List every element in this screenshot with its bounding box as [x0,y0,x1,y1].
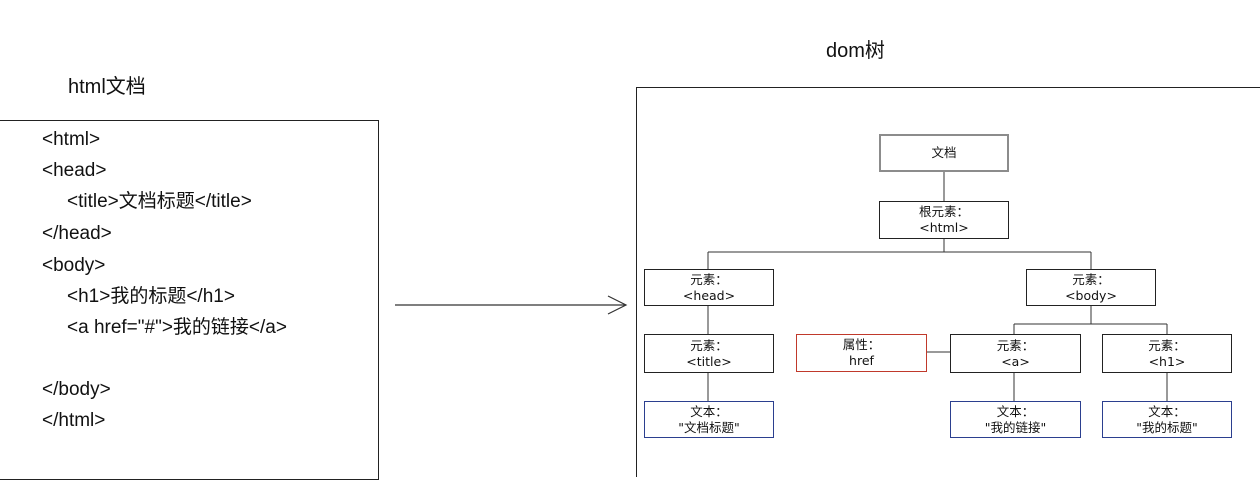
node-title: 元素： <title> [644,334,774,373]
node-text-h1: 文本： "我的标题" [1102,401,1232,438]
node-anchor-tag: <a> [1001,353,1030,369]
node-attribute-label: 属性： [842,337,881,352]
node-body: 元素： <body> [1026,269,1156,306]
node-html-label: 根元素： [918,204,969,219]
node-title-label: 元素： [690,337,728,353]
node-html-tag: <html> [919,220,969,235]
html-document-title: html文档 [68,76,146,98]
node-text-title: 文本： "文档标题" [644,401,774,438]
node-html-root: 根元素： <html> [879,201,1009,239]
node-title-tag: <title> [686,353,732,369]
html-code-box [0,120,379,480]
code-line-h1: <h1>我的标题</h1> [67,286,235,307]
node-text-link: 文本： "我的链接" [950,401,1081,438]
tree-connectors [707,172,1168,401]
node-document-label: 文档 [931,145,957,160]
node-text-title-label: 文本： [690,403,728,419]
node-document: 文档 [879,134,1009,172]
node-attribute-href: 属性： href [796,334,927,372]
code-line-head-open: <head> [42,160,107,181]
code-line-html-open: <html> [42,129,101,150]
node-text-link-label: 文本： [996,403,1035,419]
node-h1: 元素： <h1> [1102,334,1232,373]
node-head-label: 元素： [690,271,728,287]
node-text-title-value: "文档标题" [678,419,740,435]
dom-tree-title: dom树 [826,40,885,62]
node-attribute-name: href [849,353,874,368]
node-anchor: 元素： <a> [950,334,1081,373]
node-h1-tag: <h1> [1148,353,1186,369]
code-line-anchor: <a href="#">我的链接</a> [67,317,287,338]
code-line-body-close: </body> [42,379,111,400]
dom-tree-panel: 文档 根元素： <html> 元素： <head> 元素： <body> 元素：… [636,87,1260,477]
node-text-h1-label: 文本： [1148,403,1186,419]
node-body-tag: <body> [1065,287,1117,303]
node-head-tag: <head> [682,287,736,303]
arrow-right-icon [395,295,628,315]
node-text-h1-value: "我的标题" [1136,419,1198,435]
code-line-body-open: <body> [42,255,106,276]
code-line-head-close: </head> [42,223,112,244]
node-text-link-value: "我的链接" [984,419,1047,435]
code-line-title: <title>文档标题</title> [67,191,252,212]
node-h1-label: 元素： [1148,337,1186,353]
node-body-label: 元素： [1072,271,1110,287]
code-line-html-close: </html> [42,410,106,431]
node-head: 元素： <head> [644,269,774,306]
node-anchor-label: 元素： [996,337,1035,353]
